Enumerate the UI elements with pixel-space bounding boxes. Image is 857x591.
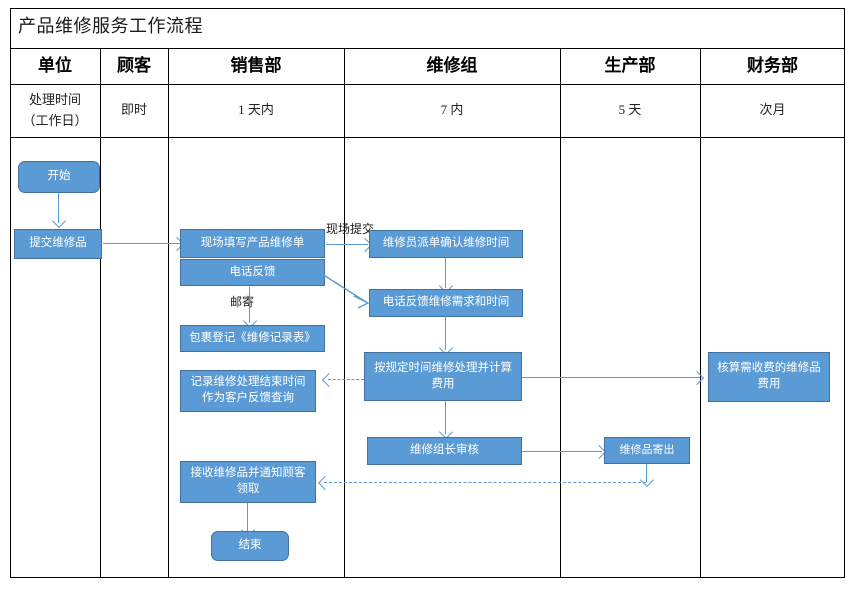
time-cell-unit-label: 处理时间 （工作日） [10,84,100,137]
table-vline-3 [344,48,345,578]
connector-repair-to-review [445,401,447,434]
connector-shipout-to-receive [324,482,646,483]
time-label-line2: （工作日） [22,112,88,128]
connector-start-to-submit [58,193,60,223]
node-assign-tech[interactable]: 维修员派单确认维修时间 [369,230,523,258]
table-vline-4 [560,48,561,578]
connector-onsite-to-assign [326,244,368,246]
node-parcel-register[interactable]: 包裹登记《维修记录表》 [180,325,325,352]
column-header-repair: 维修组 [426,56,478,75]
node-end[interactable]: 结束 [211,531,289,561]
time-cell-customer: 即时 [120,102,147,118]
connector-assign-to-needs [445,258,447,288]
node-submit-item[interactable]: 提交维修品 [14,229,102,259]
column-header-finance: 财务部 [747,56,798,75]
node-receive-notify[interactable]: 接收维修品并通知顾客领取 [180,461,316,503]
column-header-customer: 顾客 [117,56,151,75]
connector-phone-to-parcel [249,287,251,323]
connector-needs-to-repair [445,317,447,350]
node-record-end-time[interactable]: 记录维修处理结束时间作为客户反馈查询 [180,370,316,412]
connector-submit-to-onsite [103,243,180,245]
table-hline-time [10,137,845,138]
edge-label-mail: 邮寄 [230,295,255,309]
edge-label-onsite-submit: 现场提交 [326,222,375,236]
connector-receive-to-end [247,503,249,532]
time-cell-production: 5 天 [618,102,642,118]
column-header-production: 生产部 [604,56,656,75]
table-vline-1 [100,48,101,578]
node-calc-fee[interactable]: 核算需收费的维修品费用 [708,352,830,402]
table-outer-border [10,8,845,578]
node-leader-review[interactable]: 维修组长审核 [367,437,522,465]
time-label-line1: 处理时间 [28,92,81,108]
column-header-unit: 单位 [38,56,72,75]
table-vline-2 [168,48,169,578]
node-ship-out[interactable]: 维修品寄出 [604,437,690,464]
time-cell-repair: 7 内 [440,102,464,118]
connector-review-to-shipout [522,451,602,453]
time-cell-finance: 次月 [759,102,786,118]
node-phone-needs-time[interactable]: 电话反馈维修需求和时间 [369,289,523,317]
node-start[interactable]: 开始 [18,161,100,193]
node-phone-feedback[interactable]: 电话反馈 [180,259,325,286]
time-cell-sales: 1 天内 [238,102,274,118]
table-hline-header [10,84,845,85]
connector-shipout-down [646,464,648,482]
node-onsite-form[interactable]: 现场填写产品维修单 [180,229,325,258]
table-vline-5 [700,48,701,578]
column-header-sales: 销售部 [230,56,282,75]
node-repair-and-cost[interactable]: 按规定时间维修处理并计算费用 [364,352,522,401]
connector-phonefb-to-needs [321,273,370,309]
table-hline-title [10,48,845,49]
connector-repair-to-calcfee [522,377,700,379]
connector-repair-to-record [328,379,364,380]
page-title: 产品维修服务工作流程 [18,16,203,36]
